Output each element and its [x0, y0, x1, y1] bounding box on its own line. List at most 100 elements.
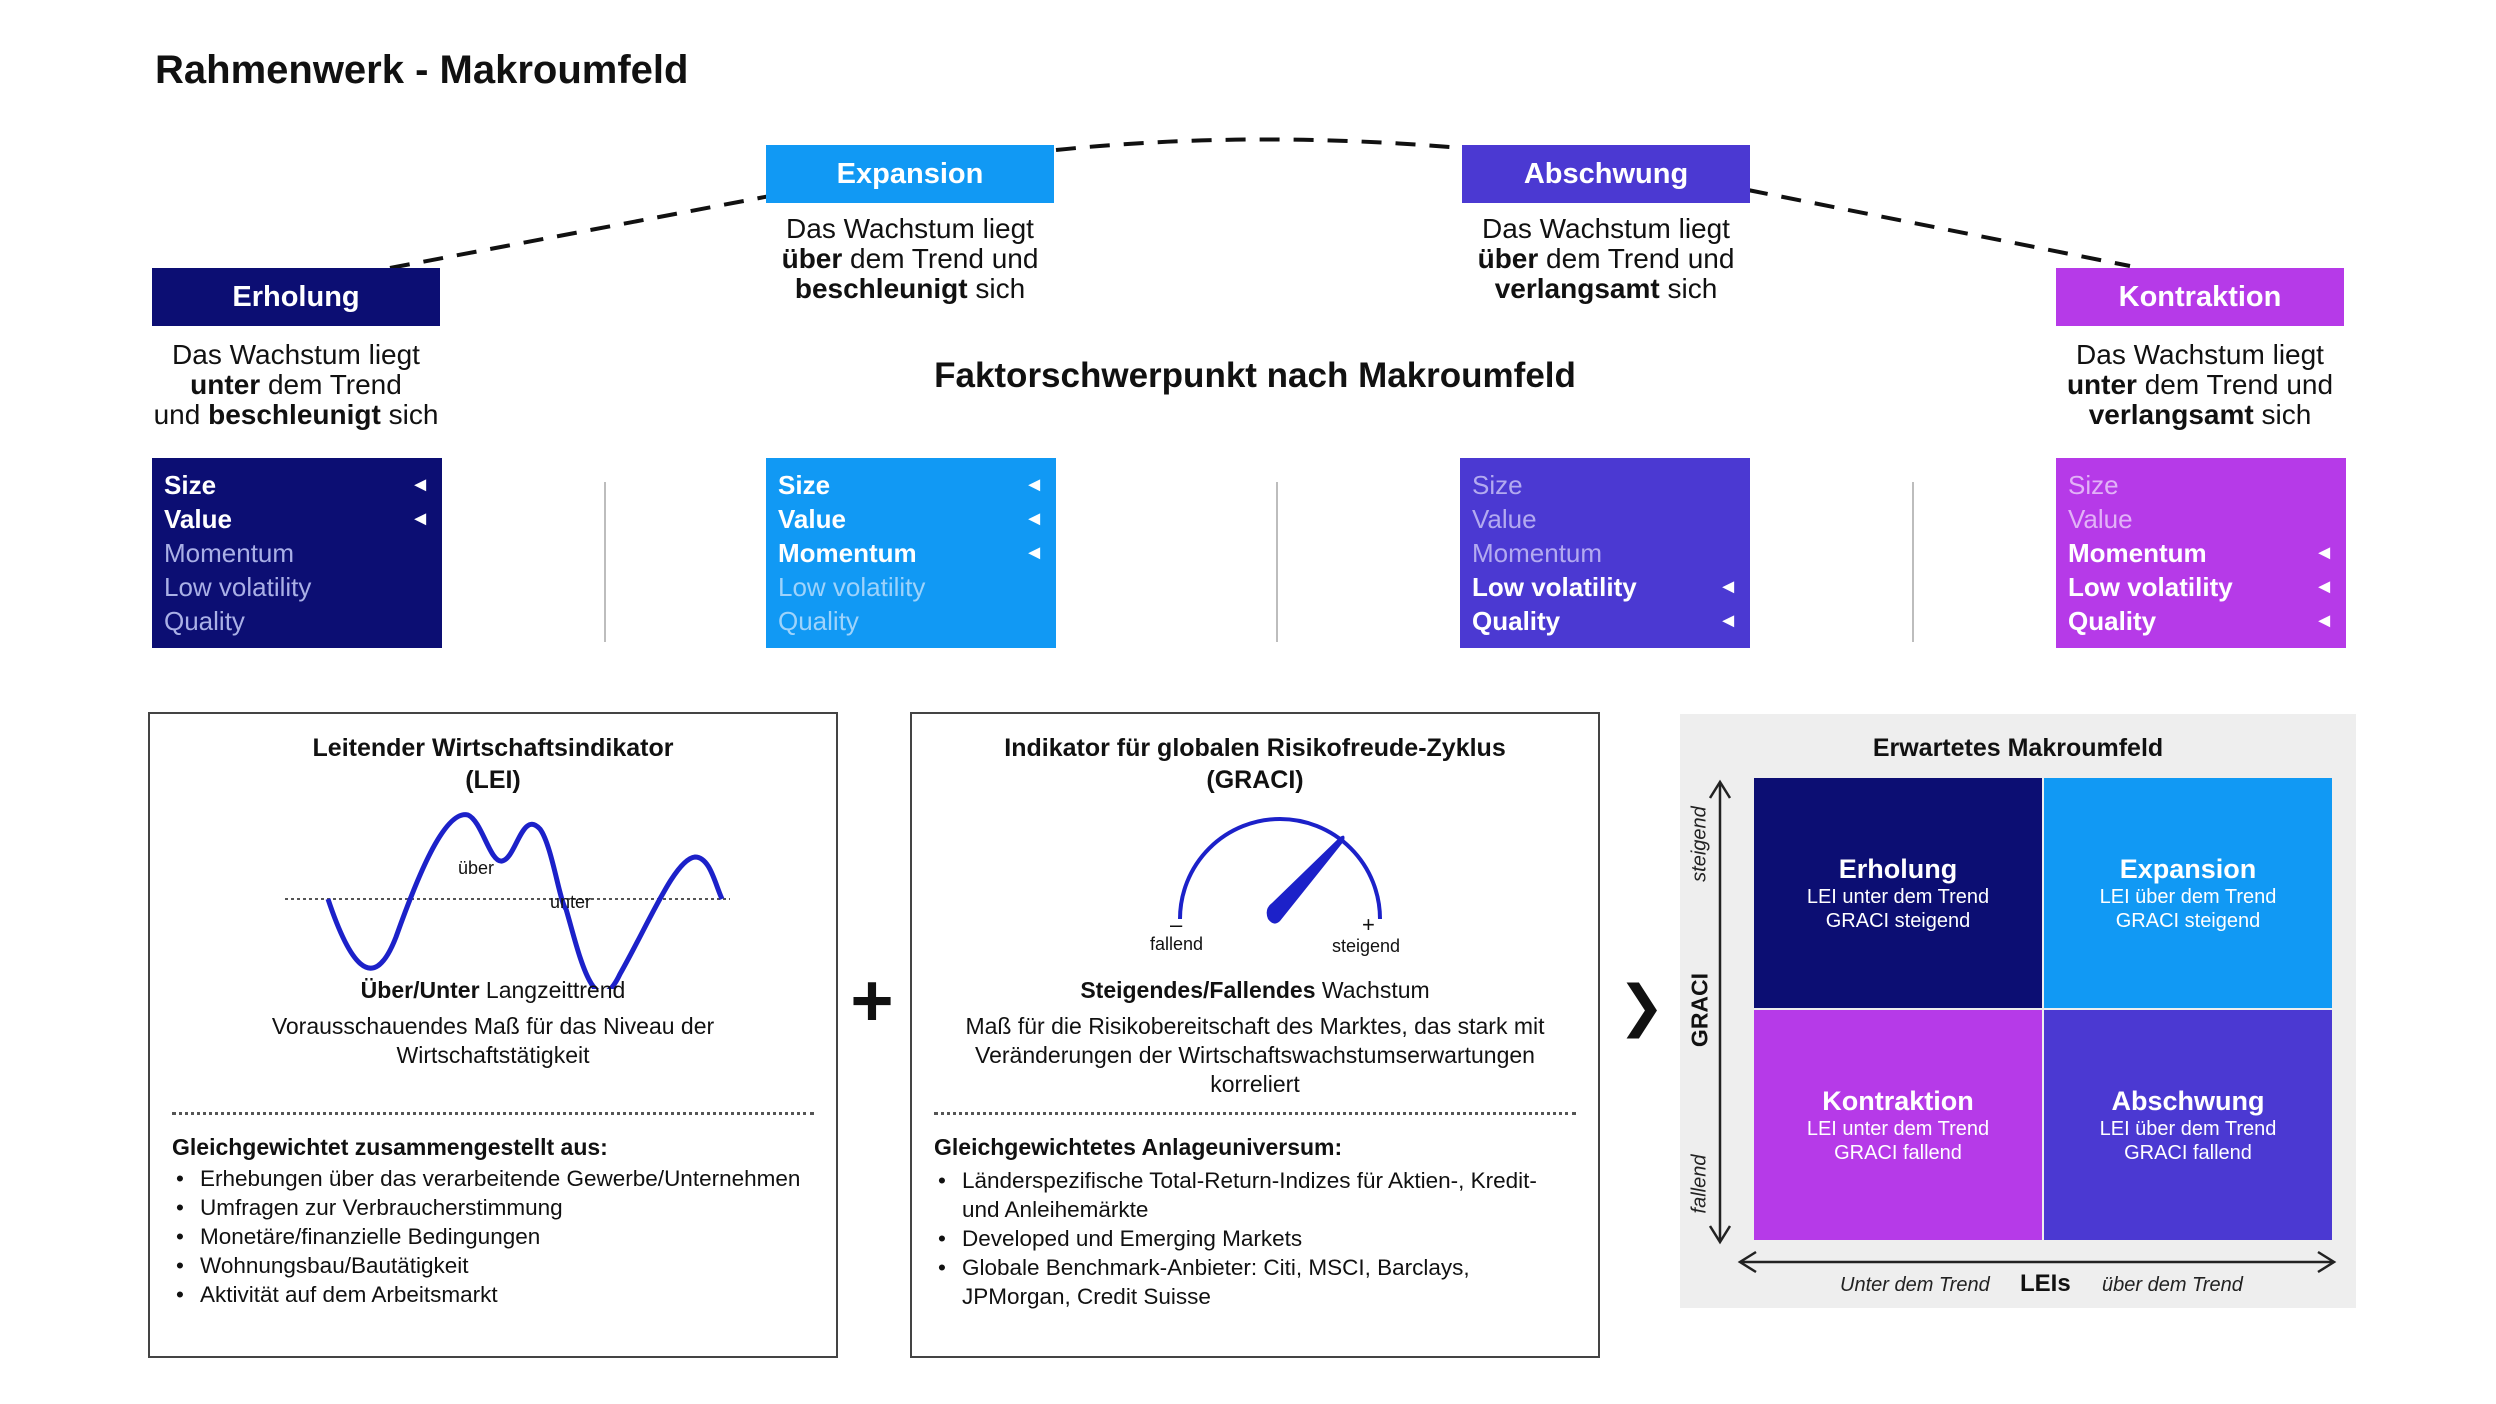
list-item: Länderspezifische Total-Return-Indizes f… — [934, 1166, 1568, 1224]
y-axis-top-label: steigend — [1688, 806, 1711, 882]
factor-row: Low volatility ◄ — [2068, 570, 2334, 604]
phase-abschwung-desc: Das Wachstum liegt über dem Trend und ve… — [1477, 213, 1735, 304]
lei-panel: Leitender Wirtschaftsindikator (LEI) übe… — [148, 712, 838, 1358]
matrix-cell-expansion: Expansion LEI über dem Trend GRACI steig… — [2044, 778, 2332, 1008]
arrow-left-icon: ◄ — [410, 473, 430, 496]
factor-row: Quality — [778, 604, 1044, 638]
lei-wave-graphic — [285, 812, 730, 989]
factor-row: Momentum — [164, 536, 430, 570]
x-axis-title: LEIs — [2020, 1270, 2071, 1297]
phase-expansion-header: Expansion — [766, 145, 1054, 203]
factor-label: Value — [778, 503, 846, 534]
factor-label: Momentum — [164, 537, 295, 568]
factor-label: Value — [164, 503, 232, 534]
factor-row: Quality — [164, 604, 430, 638]
arrow-left-icon: ◄ — [1718, 575, 1738, 598]
factor-row: Low volatility◄ — [1472, 570, 1738, 604]
factor-row: Size ◄ — [778, 468, 1044, 502]
factor-label: Low volatility — [2068, 571, 2233, 602]
factor-label: Momentum — [2068, 537, 2207, 568]
arrow-left-icon: ◄ — [1024, 507, 1044, 530]
factor-row: Value ◄ — [778, 502, 1044, 536]
lei-subtitle: Über/Unter Langzeittrend — [360, 977, 626, 1003]
factor-row: Value — [1472, 502, 1738, 536]
arrow-left-icon: ◄ — [2314, 575, 2334, 598]
matrix-axes — [1708, 779, 2337, 1274]
arrow-left-icon: ◄ — [2314, 541, 2334, 564]
separator — [1276, 482, 1278, 642]
chevron-right-icon: ❯ — [1618, 974, 1665, 1037]
list-item: Monetäre/finanzielle Bedingungen — [172, 1222, 806, 1251]
lei-list-heading: Gleichgewichtet zusammengestellt aus: — [172, 1134, 608, 1160]
x-axis-left-label: Unter dem Trend — [1840, 1274, 1990, 1296]
lei-over-label: über — [458, 858, 495, 878]
phase-kontraktion-desc: Das Wachstum liegt unter dem Trend und v… — [2066, 339, 2334, 430]
factor-label: Value — [1472, 503, 1537, 534]
lei-under-label: unter — [550, 892, 592, 912]
graci-list-heading: Gleichgewichtetes Anlageuniversum: — [934, 1134, 1343, 1160]
matrix-panel: Erwartetes Makroumfeld Erholung LEI unte… — [1680, 714, 2356, 1308]
graci-gauge-icon — [1178, 817, 1382, 924]
lei-description: Vorausschauendes Maß für das Niveau der … — [271, 1013, 715, 1068]
graci-rising-label: steigend — [1332, 936, 1401, 956]
phase-erholung-desc: Das Wachstum liegt unter dem Trend und b… — [153, 339, 439, 430]
graci-title: Indikator für globalen Risikofreude-Zykl… — [1004, 734, 1506, 794]
plus-sign: + — [850, 959, 894, 1042]
arrow-left-icon: ◄ — [410, 507, 430, 530]
phase-abschwung-header: Abschwung — [1462, 145, 1750, 203]
graci-universe-list: Länderspezifische Total-Return-Indizes f… — [934, 1166, 1568, 1311]
matrix-cell-abschwung: Abschwung LEI über dem Trend GRACI falle… — [2044, 1010, 2332, 1240]
graci-panel: Indikator für globalen Risikofreude-Zykl… — [910, 712, 1600, 1358]
factor-row: Low volatility — [778, 570, 1044, 604]
factor-label: Low volatility — [778, 571, 926, 602]
list-item: Erhebungen über das verarbeitende Gewerb… — [172, 1164, 806, 1193]
y-axis-title: GRACI — [1686, 972, 1713, 1048]
graci-minus: – — [1170, 912, 1183, 937]
factor-label: Size — [164, 469, 217, 500]
list-item: Umfragen zur Verbraucherstimmung — [172, 1193, 806, 1222]
factor-label: Low volatility — [164, 571, 312, 602]
matrix-cell-kontraktion: Kontraktion LEI unter dem Trend GRACI fa… — [1754, 1010, 2042, 1240]
factor-row: Size ◄ — [164, 468, 430, 502]
factor-label: Size — [2068, 469, 2119, 500]
list-item: Aktivität auf dem Arbeitsmarkt — [172, 1280, 806, 1309]
factor-label: Momentum — [1472, 537, 1603, 568]
factor-row: Value ◄ — [164, 502, 430, 536]
factor-label: Size — [1472, 469, 1523, 500]
divider — [172, 1112, 814, 1115]
factor-label: Quality — [778, 605, 859, 636]
y-axis-bottom-label: fallend — [1688, 1154, 1711, 1214]
page-title: Rahmenwerk - Makroumfeld — [155, 48, 689, 92]
arrow-left-icon: ◄ — [1718, 609, 1738, 632]
graci-falling-label: fallend — [1150, 934, 1204, 954]
phase-erholung-header: Erholung — [152, 268, 440, 326]
factor-row: Quality ◄ — [2068, 604, 2334, 638]
factor-row: Quality◄ — [1472, 604, 1738, 638]
arrow-left-icon: ◄ — [2314, 609, 2334, 632]
factor-label: Quality — [2068, 605, 2157, 636]
graci-subtitle: Steigendes/Fallendes Wachstum — [1080, 977, 1430, 1003]
factor-section-title: Faktorschwerpunkt nach Makroumfeld — [934, 356, 1576, 395]
list-item: Globale Benchmark-Anbieter: Citi, MSCI, … — [934, 1253, 1568, 1311]
matrix-cell-erholung: Erholung LEI unter dem Trend GRACI steig… — [1754, 778, 2042, 1008]
arrow-left-icon: ◄ — [1024, 473, 1044, 496]
factor-row: Momentum — [1472, 536, 1738, 570]
factor-label: Quality — [164, 605, 245, 636]
lei-title: Leitender Wirtschaftsindikator (LEI) — [312, 734, 674, 794]
factor-row: Momentum ◄ — [778, 536, 1044, 570]
list-item: Wohnungsbau/Bautätigkeit — [172, 1251, 806, 1280]
factor-row: Size — [1472, 468, 1738, 502]
graci-description: Maß für die Risikobereitschaft des Markt… — [965, 1013, 1545, 1097]
factor-label: Size — [778, 469, 831, 500]
cycle-arc — [389, 137, 2131, 270]
factor-label: Value — [2068, 503, 2133, 534]
divider — [934, 1112, 1576, 1115]
separator — [604, 482, 606, 642]
arrow-left-icon: ◄ — [1024, 541, 1044, 564]
factor-label: Momentum — [778, 537, 917, 568]
factor-row: Low volatility — [164, 570, 430, 604]
